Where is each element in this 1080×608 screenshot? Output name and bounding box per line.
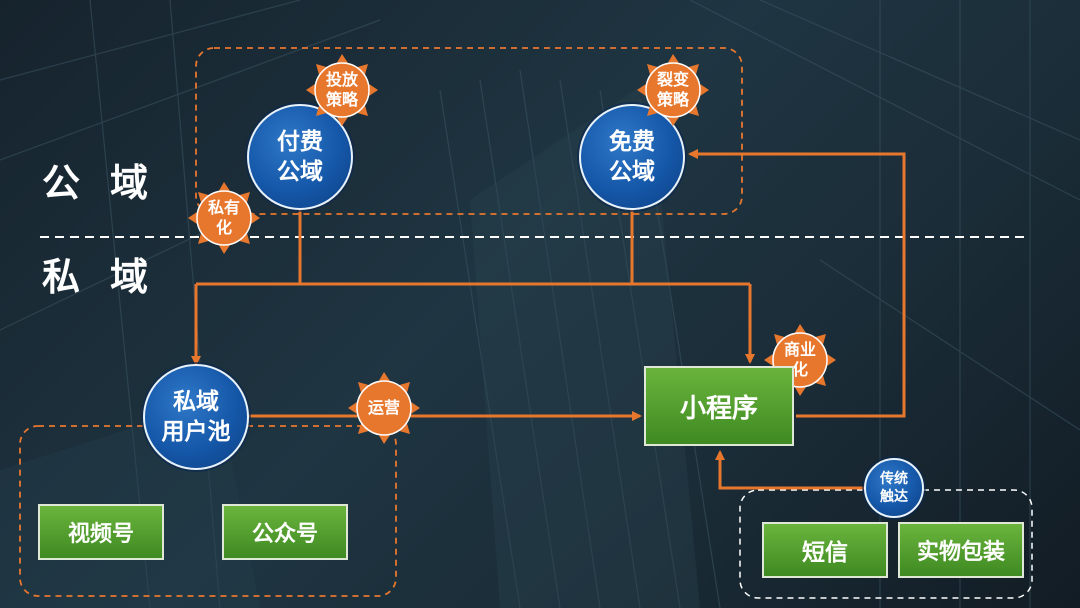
mini-program-box: 小程序 bbox=[644, 366, 794, 446]
operation-text: 运营 bbox=[367, 398, 400, 417]
ad-strategy-badge: 投放 策略 bbox=[304, 52, 380, 128]
private-domain-label: 私域 bbox=[42, 255, 179, 299]
ad-strategy-text: 投放 策略 bbox=[325, 70, 358, 109]
privatization-text: 私有 化 bbox=[207, 198, 240, 237]
fission-strategy-badge: 裂变 策略 bbox=[635, 52, 711, 128]
public-domain-region bbox=[195, 47, 743, 215]
sun-badge-icon bbox=[348, 372, 420, 444]
physical-packaging-box: 实物包装 bbox=[898, 522, 1024, 578]
video-account-box: 视频号 bbox=[38, 504, 164, 560]
commercialization-text: 商业 化 bbox=[783, 340, 816, 379]
sms-box: 短信 bbox=[762, 522, 888, 578]
official-account-box: 公众号 bbox=[222, 504, 348, 560]
sun-badge-icon bbox=[188, 182, 260, 254]
private-pool-label: 私域 用户池 bbox=[161, 389, 231, 445]
privatization-badge: 私有 化 bbox=[186, 180, 262, 256]
traditional-region bbox=[739, 489, 1033, 599]
paid-public-label: 付费 公域 bbox=[277, 129, 323, 185]
public-domain-label: 公域 bbox=[42, 161, 179, 205]
free-public-node: 免费 公域 bbox=[579, 104, 685, 210]
fission-strategy-text: 裂变 策略 bbox=[656, 70, 689, 109]
connector-mini-to-free bbox=[688, 149, 906, 418]
connector-traditional-to-mini bbox=[715, 450, 866, 490]
sun-badge-icon bbox=[306, 54, 378, 126]
private-pool-node: 私域 用户池 bbox=[143, 364, 249, 470]
traditional-touch-label: 传统 触达 bbox=[880, 471, 908, 505]
paid-public-node: 付费 公域 bbox=[247, 104, 353, 210]
operation-badge: 运营 bbox=[346, 370, 422, 446]
free-public-label: 免费 公域 bbox=[609, 129, 655, 185]
sun-badge-icon bbox=[637, 54, 709, 126]
traditional-touch-node: 传统 触达 bbox=[864, 458, 924, 518]
